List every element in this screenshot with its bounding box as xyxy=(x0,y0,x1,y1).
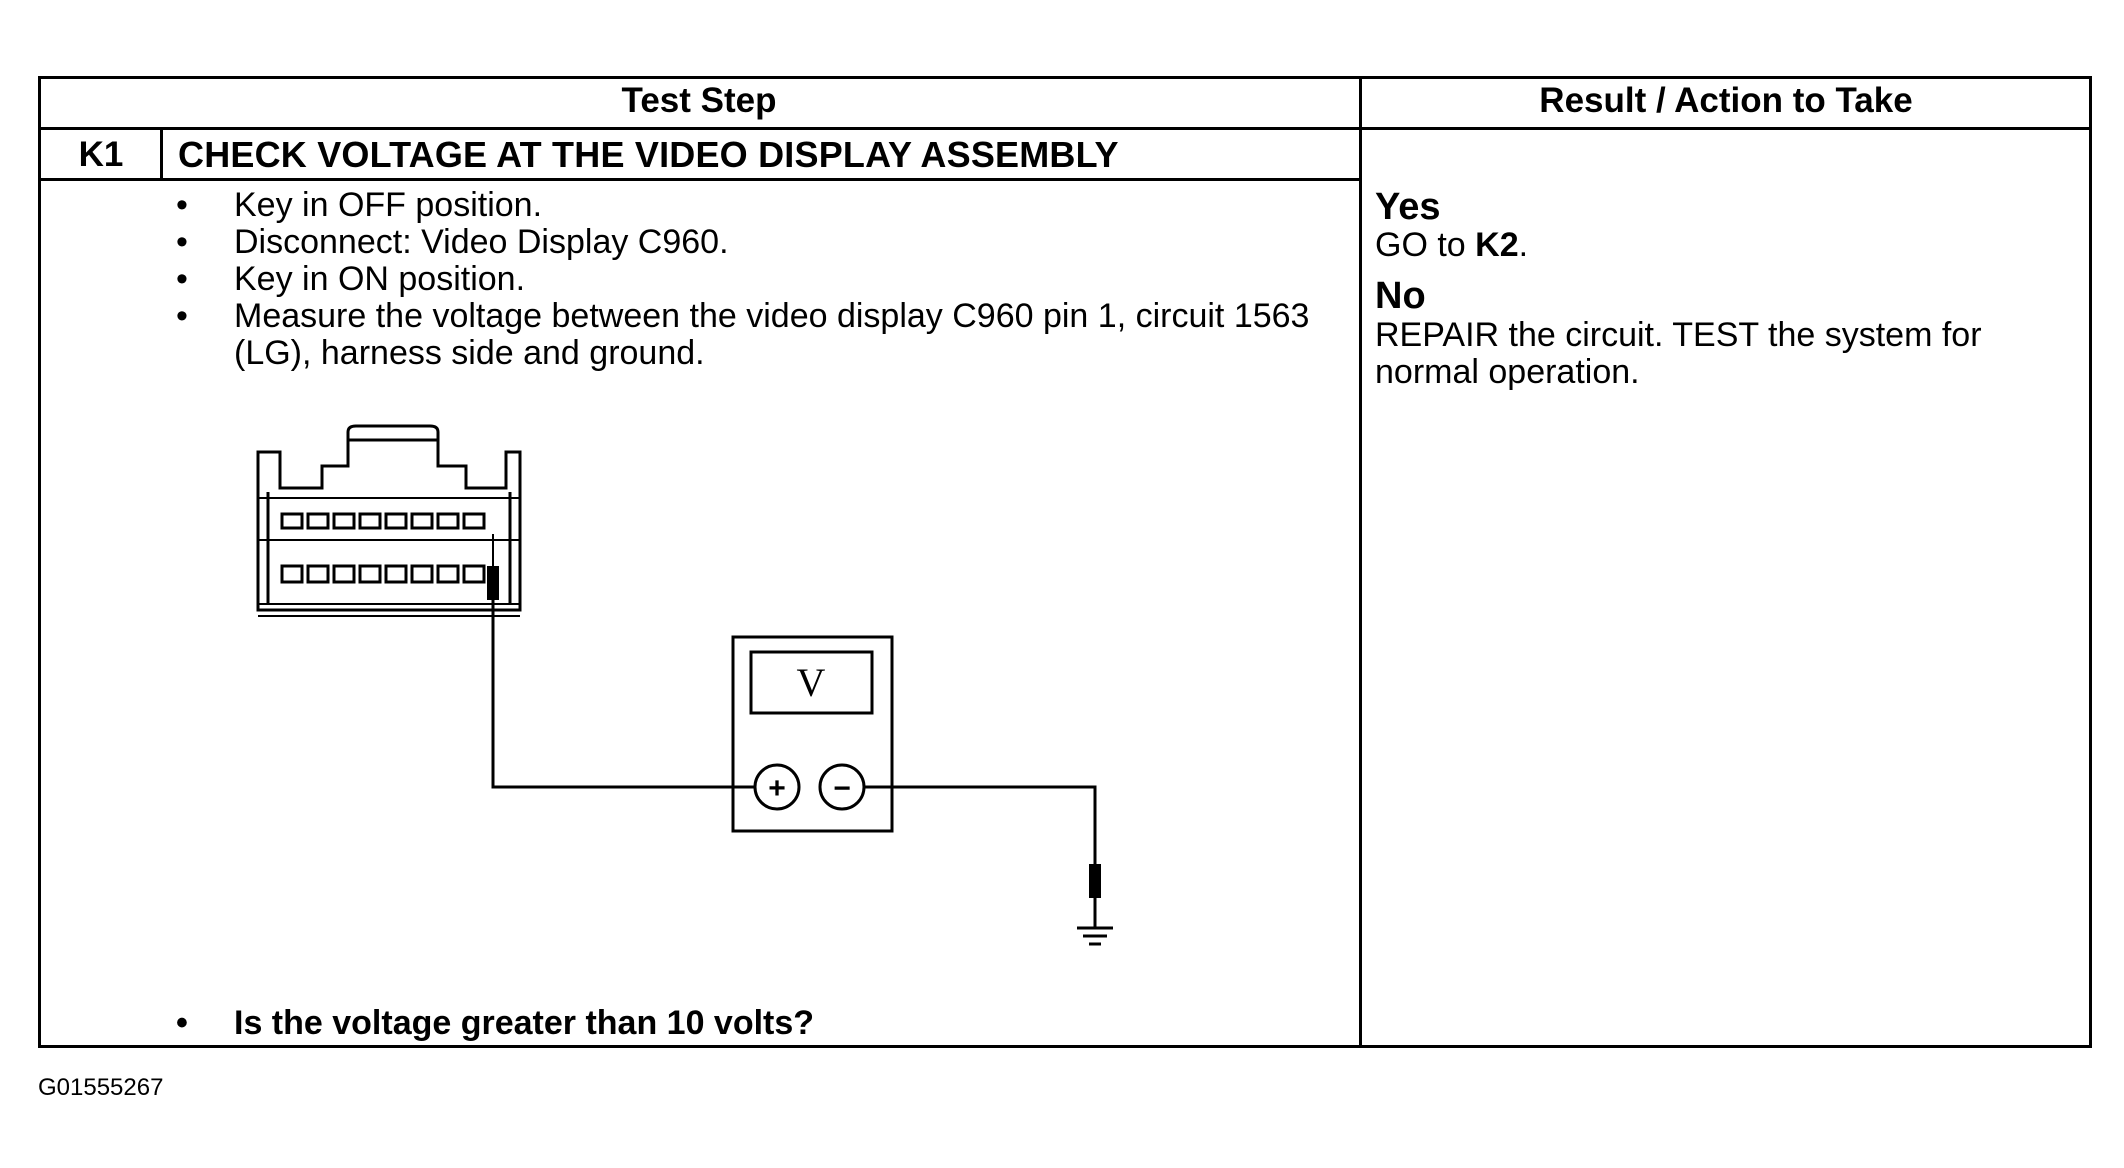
figure-id: G01555267 xyxy=(38,1074,164,1101)
yes-action-prefix: GO to xyxy=(1375,226,1476,264)
step-item: Disconnect: Video Display C960. xyxy=(168,224,1338,262)
yes-action: GO to K2. xyxy=(1375,227,2075,264)
negative-lead xyxy=(864,785,1097,864)
step-item: Measure the voltage between the video di… xyxy=(168,298,1338,372)
positive-lead xyxy=(491,600,754,789)
step-instructions: Key in OFF position. Disconnect: Video D… xyxy=(168,187,1338,372)
yes-label: Yes xyxy=(1375,186,1441,228)
meter-minus-terminal: − xyxy=(833,772,851,805)
step-item: Key in ON position. xyxy=(168,261,1338,299)
no-label: No xyxy=(1375,275,1426,317)
ground-icon xyxy=(1077,864,1113,946)
meter-plus-terminal: + xyxy=(768,772,786,805)
test-probe-icon xyxy=(487,534,499,600)
connector-c960-icon xyxy=(256,424,522,617)
meter-symbol: V xyxy=(797,660,826,705)
test-question: Is the voltage greater than 10 volts? xyxy=(168,1004,814,1042)
step-code-divider xyxy=(160,127,163,179)
column-divider xyxy=(1359,76,1362,1048)
result-action-header: Result / Action to Take xyxy=(1539,81,1913,120)
step-item: Key in OFF position. xyxy=(168,187,1338,225)
yes-action-target: K2 xyxy=(1475,226,1519,264)
procedure-table xyxy=(38,76,2092,1048)
step-title-divider xyxy=(38,178,1360,181)
test-step-header: Test Step xyxy=(621,81,777,120)
no-action: REPAIR the circuit. TEST the system for … xyxy=(1375,316,1982,391)
step-title: CHECK VOLTAGE AT THE VIDEO DISPLAY ASSEM… xyxy=(178,134,1119,175)
yes-action-suffix: . xyxy=(1518,226,1529,264)
header-divider xyxy=(38,127,2092,130)
step-code: K1 xyxy=(78,135,124,174)
